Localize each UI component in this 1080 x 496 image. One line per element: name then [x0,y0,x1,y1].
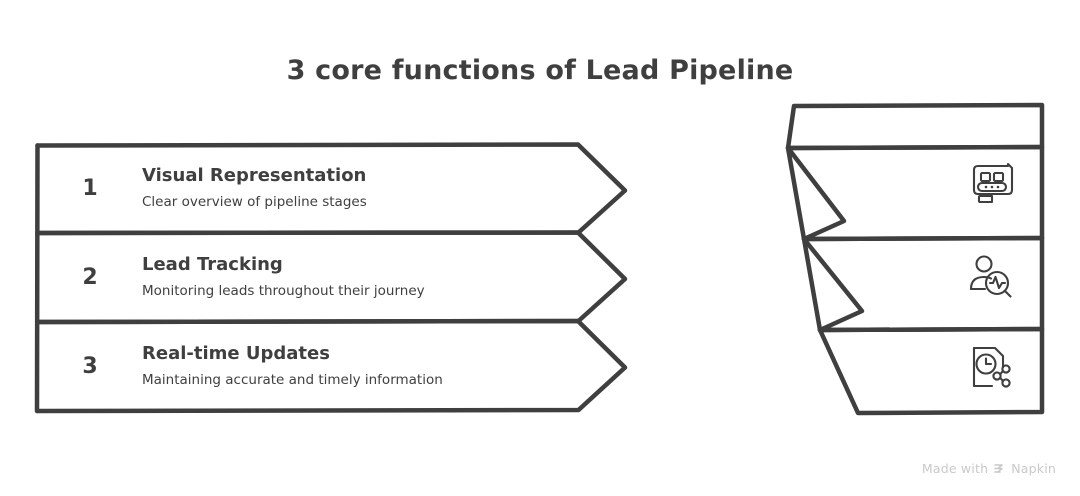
step-subtitle-1: Clear overview of pipeline stages [142,194,367,211]
arrow-stack-outline [34,142,628,414]
arrow-step-stack: 1 Visual Representation Clear overview o… [34,142,628,414]
ribbon-band-top [785,102,1045,151]
watermark-brand: Napkin [1011,461,1056,476]
step-heading-2: Lead Tracking [142,254,283,276]
person-search-activity-icon [964,250,1018,304]
ribbon-fold-1 [785,145,847,242]
ribbon-band-3 [817,326,1045,416]
step-subtitle-3: Maintaining accurate and timely informat… [142,372,443,389]
napkin-chevrons-icon [993,462,1006,475]
ribbon-fold-2 [801,236,865,333]
page-title: 3 core functions of Lead Pipeline [286,55,794,86]
step-row-3[interactable]: 3 Real-time Updates Maintaining accurate… [37,322,627,411]
arrow-outline-3 [35,318,628,414]
step-text-3: Real-time Updates Maintaining accurate a… [142,322,443,411]
step-row-1[interactable]: 1 Visual Representation Clear overview o… [37,144,627,233]
step-text-1: Visual Representation Clear overview of … [142,144,367,233]
conveyor-belt-icon [966,158,1020,212]
step-number-3: 3 [82,354,98,379]
ribbon-outline [785,102,1045,416]
step-row-2[interactable]: 2 Lead Tracking Monitoring leads through… [37,233,627,322]
ribbon-banner [770,90,1070,430]
watermark-made-with: Made with [921,461,989,476]
step-subtitle-2: Monitoring leads throughout their journe… [142,283,425,300]
step-number-1: 1 [82,176,98,201]
step-heading-1: Visual Representation [142,165,367,187]
arrow-left-spine [34,143,40,414]
document-clock-share-icon [964,340,1018,394]
step-text-2: Lead Tracking Monitoring leads throughou… [142,233,425,322]
step-heading-3: Real-time Updates [142,343,330,365]
napkin-watermark: Made with Napkin [922,461,1056,476]
step-number-2: 2 [82,265,98,290]
